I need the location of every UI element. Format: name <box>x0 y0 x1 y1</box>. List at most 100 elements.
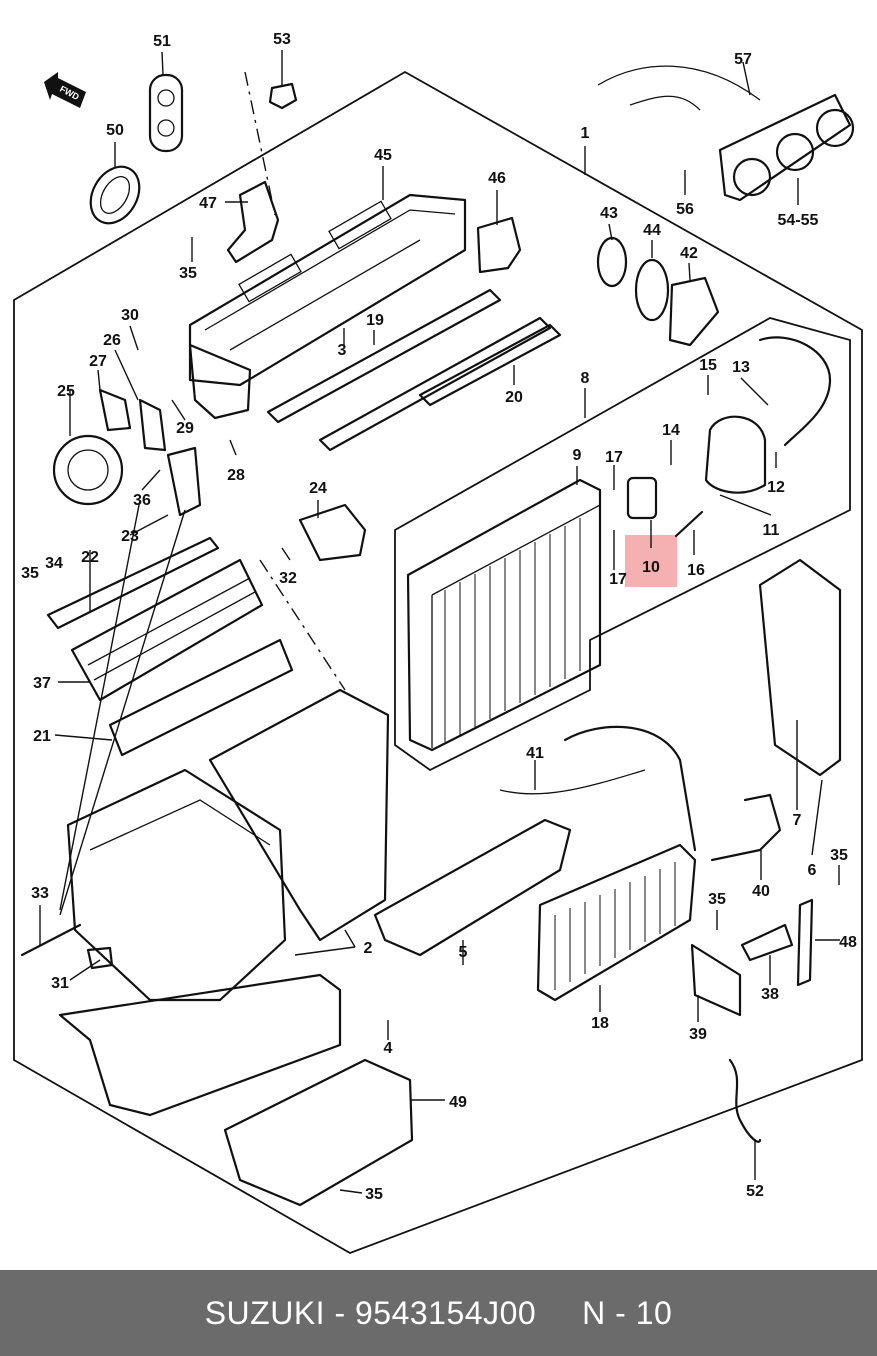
callout-25: 25 <box>57 383 75 400</box>
part-16-bolt <box>674 510 704 538</box>
callout-40: 40 <box>752 883 770 900</box>
callout-7: 7 <box>793 812 802 829</box>
part-52-hose <box>728 1058 762 1143</box>
callout-18: 18 <box>591 1015 609 1032</box>
callout-23: 23 <box>121 528 139 545</box>
part-38-clamp <box>740 923 794 962</box>
part-40-valve <box>710 793 782 862</box>
callout-45: 45 <box>374 147 392 164</box>
callout-15: 15 <box>699 357 717 374</box>
part-46-actuator <box>476 216 522 274</box>
part-43-gasket <box>596 236 628 288</box>
part-7-cover <box>758 558 842 777</box>
part-41-wire <box>499 769 646 795</box>
parts-diagram: FWD <box>13 31 863 1254</box>
part-13-pipe <box>758 336 832 447</box>
part-4-lower-case <box>58 973 342 1117</box>
callout-26: 26 <box>103 332 121 349</box>
callout-19: 19 <box>366 312 384 329</box>
callout-14: 14 <box>662 422 680 439</box>
callout-17a: 17 <box>605 449 623 466</box>
part-49-tray <box>223 1058 414 1207</box>
assembly-frame <box>13 70 863 1254</box>
callout-28: 28 <box>227 467 245 484</box>
callout-36: 36 <box>133 492 151 509</box>
callout-35c: 35 <box>365 1186 383 1203</box>
callout-46: 46 <box>488 170 506 187</box>
callout-35b: 35 <box>21 565 39 582</box>
callout-48: 48 <box>839 934 857 951</box>
part-18-heater-core <box>536 843 697 1002</box>
callout-54-55: 54-55 <box>778 212 819 229</box>
part-19-link-rail <box>266 288 552 452</box>
callout-34: 34 <box>45 555 63 572</box>
part-47-bracket <box>226 180 280 264</box>
part-2-blower-housing <box>66 688 390 1002</box>
part-44-seal <box>634 258 670 322</box>
leader-lines <box>39 50 840 1194</box>
callout-35e: 35 <box>830 847 848 864</box>
part-51-grommet <box>148 73 184 153</box>
part-31-clip <box>86 946 114 970</box>
footer-part-ref: SUZUKI - 9543154J00 <box>204 1294 537 1331</box>
callout-10: 10 <box>642 559 660 576</box>
front-arrow-icon: FWD <box>44 72 86 108</box>
callout-52: 52 <box>746 1183 764 1200</box>
callout-51: 51 <box>153 33 171 50</box>
callout-3: 3 <box>338 342 347 359</box>
callout-12: 12 <box>767 479 785 496</box>
callout-21: 21 <box>33 728 51 745</box>
callout-57: 57 <box>734 51 752 68</box>
part-26-lever <box>138 398 167 452</box>
callout-4: 4 <box>384 1040 393 1057</box>
callout-35a: 35 <box>179 265 197 282</box>
callout-20: 20 <box>505 389 523 406</box>
callout-29: 29 <box>176 420 194 437</box>
callout-39: 39 <box>689 1026 707 1043</box>
callout-5: 5 <box>459 944 468 961</box>
part-10-expansion-valve <box>626 476 658 520</box>
callout-24: 24 <box>309 480 327 497</box>
part-27-lever <box>98 388 132 432</box>
callout-6: 6 <box>808 862 817 879</box>
callout-35d: 35 <box>708 891 726 908</box>
callout-2: 2 <box>364 940 373 957</box>
part-3-housing <box>188 343 252 420</box>
callout-30: 30 <box>121 307 139 324</box>
callout-56: 56 <box>676 201 694 218</box>
callout-32: 32 <box>279 570 297 587</box>
callout-8: 8 <box>581 370 590 387</box>
part-45-upper-duct <box>188 193 467 387</box>
callout-33: 33 <box>31 885 49 902</box>
callout-41: 41 <box>526 745 544 762</box>
callout-22: 22 <box>81 549 99 566</box>
callout-38: 38 <box>761 986 779 1003</box>
part-33-shaft <box>20 923 82 957</box>
part-37-grid <box>70 558 264 702</box>
callout-37: 37 <box>33 675 51 692</box>
callout-31: 31 <box>51 975 69 992</box>
part-22-plate <box>46 536 220 630</box>
heater-pipes <box>563 725 697 852</box>
callout-44: 44 <box>643 222 661 239</box>
part-5-duct <box>373 818 572 957</box>
part-11-box <box>704 415 767 494</box>
callout-16: 16 <box>687 562 705 579</box>
part-23-bracket <box>166 446 202 517</box>
part-53-nut <box>268 82 298 110</box>
part-50-seal <box>89 165 141 225</box>
callout-9: 9 <box>573 447 582 464</box>
part-42-motor <box>668 276 720 347</box>
callout-49: 49 <box>449 1094 467 1111</box>
part-25-motor-housing <box>52 434 124 506</box>
callout-53: 53 <box>273 31 291 48</box>
part-21-grid <box>108 638 294 757</box>
callout-42: 42 <box>680 245 698 262</box>
part-24-actuator <box>298 503 367 562</box>
callout-50: 50 <box>106 122 124 139</box>
part-57-control-panel <box>597 65 855 202</box>
callout-47: 47 <box>199 195 217 212</box>
callout-17b: 17 <box>609 571 627 588</box>
evaporator-frame <box>394 317 851 772</box>
callout-13: 13 <box>732 359 750 376</box>
